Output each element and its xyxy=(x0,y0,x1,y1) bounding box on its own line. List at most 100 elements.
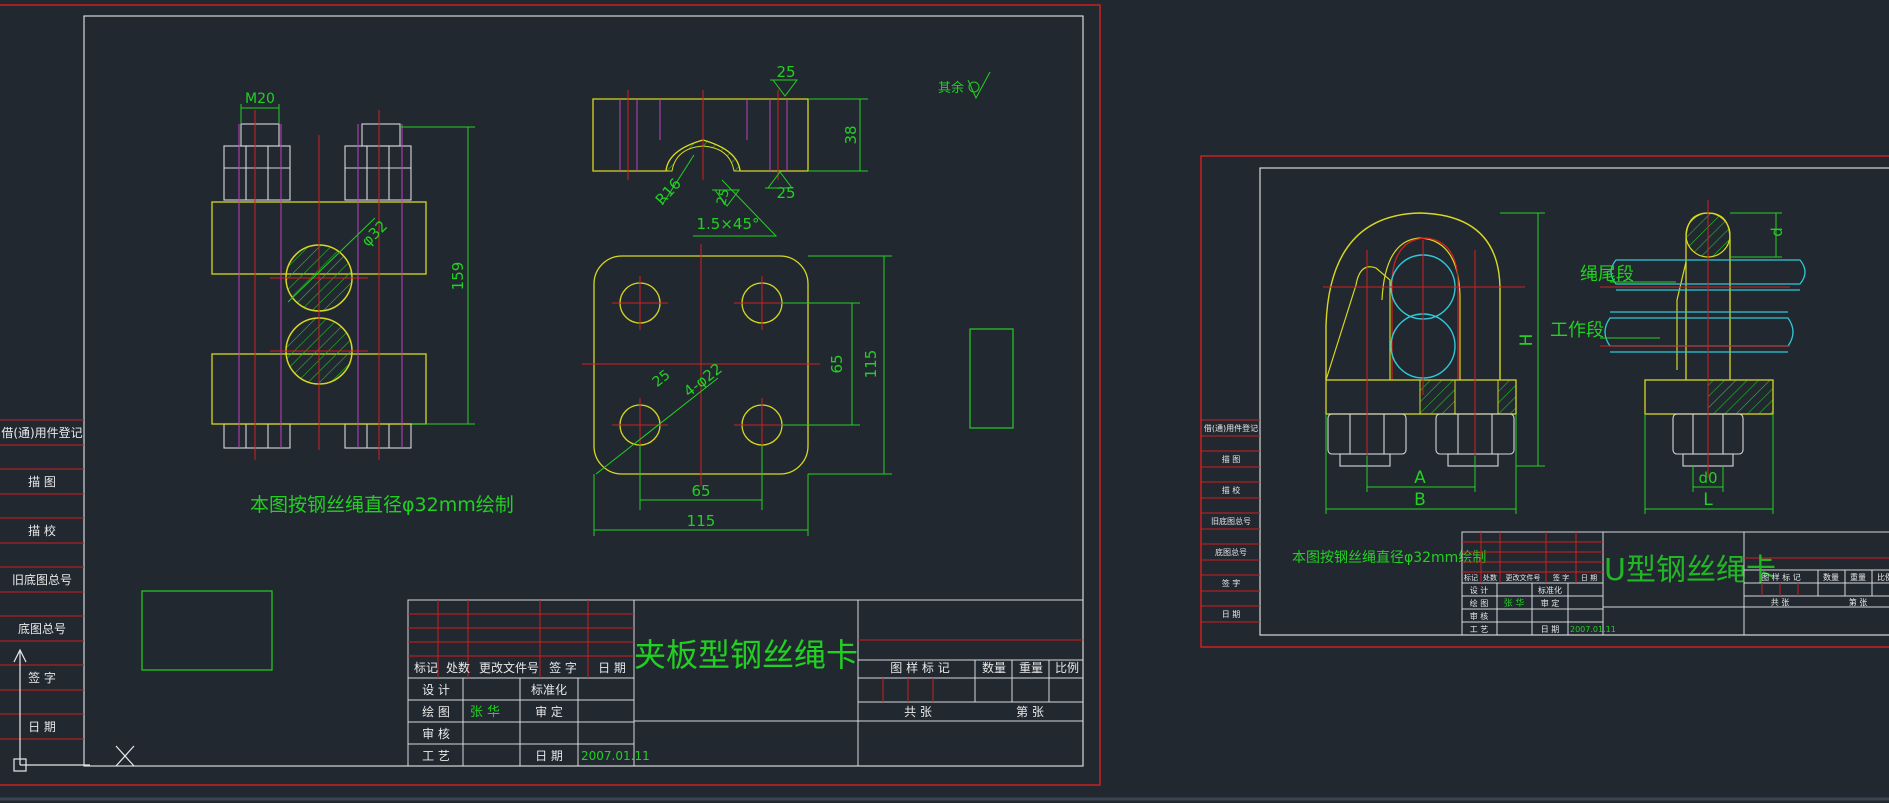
r-info-header-2: 重量 xyxy=(1850,572,1866,582)
left-side-label-0: 借(通)用件登记 xyxy=(1,425,82,440)
chamfer-1-5x45: 1.5×45° xyxy=(696,215,759,233)
tb-row-1-name: 张 华 xyxy=(470,705,500,720)
left-side-label-5: 签 字 xyxy=(28,670,56,685)
dim-65-vertical: 65 xyxy=(828,354,846,373)
r-tb-row-1-name: 张 华 xyxy=(1504,597,1525,609)
r-info-header-1: 数量 xyxy=(1823,572,1839,582)
roughness-25-top: 25 xyxy=(776,63,795,81)
tb-row-3-date: 2007.01.11 xyxy=(581,749,650,763)
r-info-header-0: 图 样 标 记 xyxy=(1761,572,1801,582)
green-outline-box-left xyxy=(141,590,273,671)
info-header-2: 重量 xyxy=(1019,661,1043,675)
r-tb-row-0-label2: 标准化 xyxy=(1538,585,1562,595)
dim-d0: d0 xyxy=(1698,469,1717,487)
tb-row-0-label2: 标准化 xyxy=(531,683,567,697)
rev-header-2: 更改文件号 xyxy=(479,660,539,675)
dim-phi32: φ32 xyxy=(358,217,391,250)
tb-row-2-label: 审 核 xyxy=(422,726,450,741)
right-sheet: 借(通)用件登记 描 图 描 校 旧底图总号 底图总号 签 字 日 期 xyxy=(1200,155,1889,648)
ucs-icon xyxy=(13,648,135,772)
tb-row-3-label2: 日 期 xyxy=(535,749,563,763)
r-sheet-total: 共 张 xyxy=(1771,598,1790,607)
dim-4-phi22: 4-φ22 xyxy=(680,359,726,400)
dim-65-horizontal: 65 xyxy=(691,482,710,500)
rev-header-1: 处数 xyxy=(446,660,470,675)
right-side-label-1: 描 图 xyxy=(1222,454,1241,464)
left-sheet-outer-frame xyxy=(0,4,1101,786)
u-clamp-side-view: d d0 L 绳尾段 工作段 xyxy=(1550,200,1806,514)
dim-b: B xyxy=(1414,490,1426,510)
right-side-label-column: 借(通)用件登记 描 图 描 校 旧底图总号 底图总号 签 字 日 期 xyxy=(1201,419,1260,623)
dim-38: 38 xyxy=(842,125,860,144)
r-info-header-3: 比例 xyxy=(1877,572,1889,582)
left-side-label-3: 旧底图总号 xyxy=(12,572,72,587)
clamp-side-view: 25 25 25 R16 38 1.5×45° 其余 xyxy=(592,63,991,237)
right-side-label-5: 签 字 xyxy=(1222,578,1241,588)
rev-header-0: 标记 xyxy=(414,661,438,675)
sheet-total: 共 张 xyxy=(904,705,932,719)
r-rev-header-4: 日 期 xyxy=(1581,574,1597,582)
right-side-label-3: 旧底图总号 xyxy=(1211,516,1251,526)
left-side-label-4: 底图总号 xyxy=(18,621,66,636)
tb-row-1-label: 绘 图 xyxy=(422,704,450,719)
r-tb-row-3-label2: 日 期 xyxy=(1541,625,1560,634)
dim-h: H xyxy=(1517,334,1537,347)
left-drawing-note: 本图按钢丝绳直径φ32mm绘制 xyxy=(250,494,514,516)
dim-m20: M20 xyxy=(245,91,275,107)
r-rev-header-3: 签 字 xyxy=(1553,573,1569,582)
info-header-3: 比例 xyxy=(1055,661,1079,675)
sheet-number: 第 张 xyxy=(1016,705,1044,719)
u-clamp-front-view: A B H xyxy=(1323,212,1545,514)
left-side-label-2: 描 校 xyxy=(28,523,56,538)
left-sheet: 借(通)用件登记 描 图 描 校 旧底图总号 底图总号 签 字 日 期 xyxy=(0,4,1101,786)
left-side-label-1: 描 图 xyxy=(28,475,56,489)
plate-roughness-25: 25 xyxy=(650,367,674,391)
right-side-label-0: 借(通)用件登记 xyxy=(1204,423,1258,433)
r-tb-row-2-label: 审 核 xyxy=(1470,611,1489,621)
right-sheet-outer-frame xyxy=(1200,155,1889,648)
rev-header-3: 签 字 xyxy=(549,660,577,675)
dim-r16: R16 xyxy=(652,175,685,209)
roughness-25-mid: 25 xyxy=(714,187,733,207)
label-working-section: 工作段 xyxy=(1550,320,1604,341)
right-side-label-6: 日 期 xyxy=(1222,610,1241,619)
left-title-block: 标记 处数 更改文件号 签 字 日 期 设 计 标准化 绘 图 张 华 审 定 … xyxy=(407,599,1084,767)
left-side-label-6: 日 期 xyxy=(28,720,56,734)
r-tb-row-1-label2: 审 定 xyxy=(1541,598,1560,608)
right-drawing-title: U型钢丝绳卡 xyxy=(1604,553,1776,588)
r-rev-header-0: 标记 xyxy=(1464,573,1478,582)
r-rev-header-1: 处数 xyxy=(1483,573,1497,582)
left-sheet-inner-frame xyxy=(83,15,1084,767)
r-tb-row-1-label: 绘 图 xyxy=(1470,598,1489,608)
info-header-1: 数量 xyxy=(982,660,1006,675)
r-tb-row-3-date: 2007.01.11 xyxy=(1570,625,1616,634)
dim-115-horizontal: 115 xyxy=(687,512,716,530)
right-side-label-2: 描 校 xyxy=(1222,485,1241,495)
left-side-label-column: 借(通)用件登记 描 图 描 校 旧底图总号 底图总号 签 字 日 期 xyxy=(0,419,84,740)
right-drawing-note: 本图按钢丝绳直径φ32mm绘制 xyxy=(1292,549,1486,566)
tb-row-3-label: 工 艺 xyxy=(422,749,450,763)
r-sheet-number: 第 张 xyxy=(1849,597,1868,607)
right-side-label-4: 底图总号 xyxy=(1215,547,1247,557)
green-outline-box-right xyxy=(969,328,1014,429)
rev-header-4: 日 期 xyxy=(598,661,626,675)
dim-115-vertical: 115 xyxy=(862,350,880,379)
other-roughness-label: 其余 xyxy=(938,80,964,96)
info-header-0: 图 样 标 记 xyxy=(890,660,949,675)
label-rope-tail: 绳尾段 xyxy=(1580,264,1634,285)
tb-row-0-label: 设 计 xyxy=(422,683,450,697)
r-tb-row-3-label: 工 艺 xyxy=(1470,625,1489,634)
dim-d: d xyxy=(1768,227,1786,237)
left-drawing-title: 夹板型钢丝绳卡 xyxy=(634,636,858,674)
dim-l: L xyxy=(1703,490,1713,510)
tb-row-1-label2: 审 定 xyxy=(535,704,563,719)
dim-a: A xyxy=(1414,468,1426,488)
clamp-front-view: M20 159 φ32 xyxy=(211,91,475,460)
r-rev-header-2: 更改文件号 xyxy=(1506,573,1541,582)
r-tb-row-0-label: 设 计 xyxy=(1470,585,1489,595)
dim-159: 159 xyxy=(449,262,467,291)
clamp-plate-view: 25 4-φ22 65 115 65 115 xyxy=(582,244,892,536)
right-title-block: 标记 处数 更改文件号 签 字 日 期 设 计 标准化 绘 图 张 华 审 定 … xyxy=(1461,531,1889,636)
roughness-25-right: 25 xyxy=(776,184,795,202)
